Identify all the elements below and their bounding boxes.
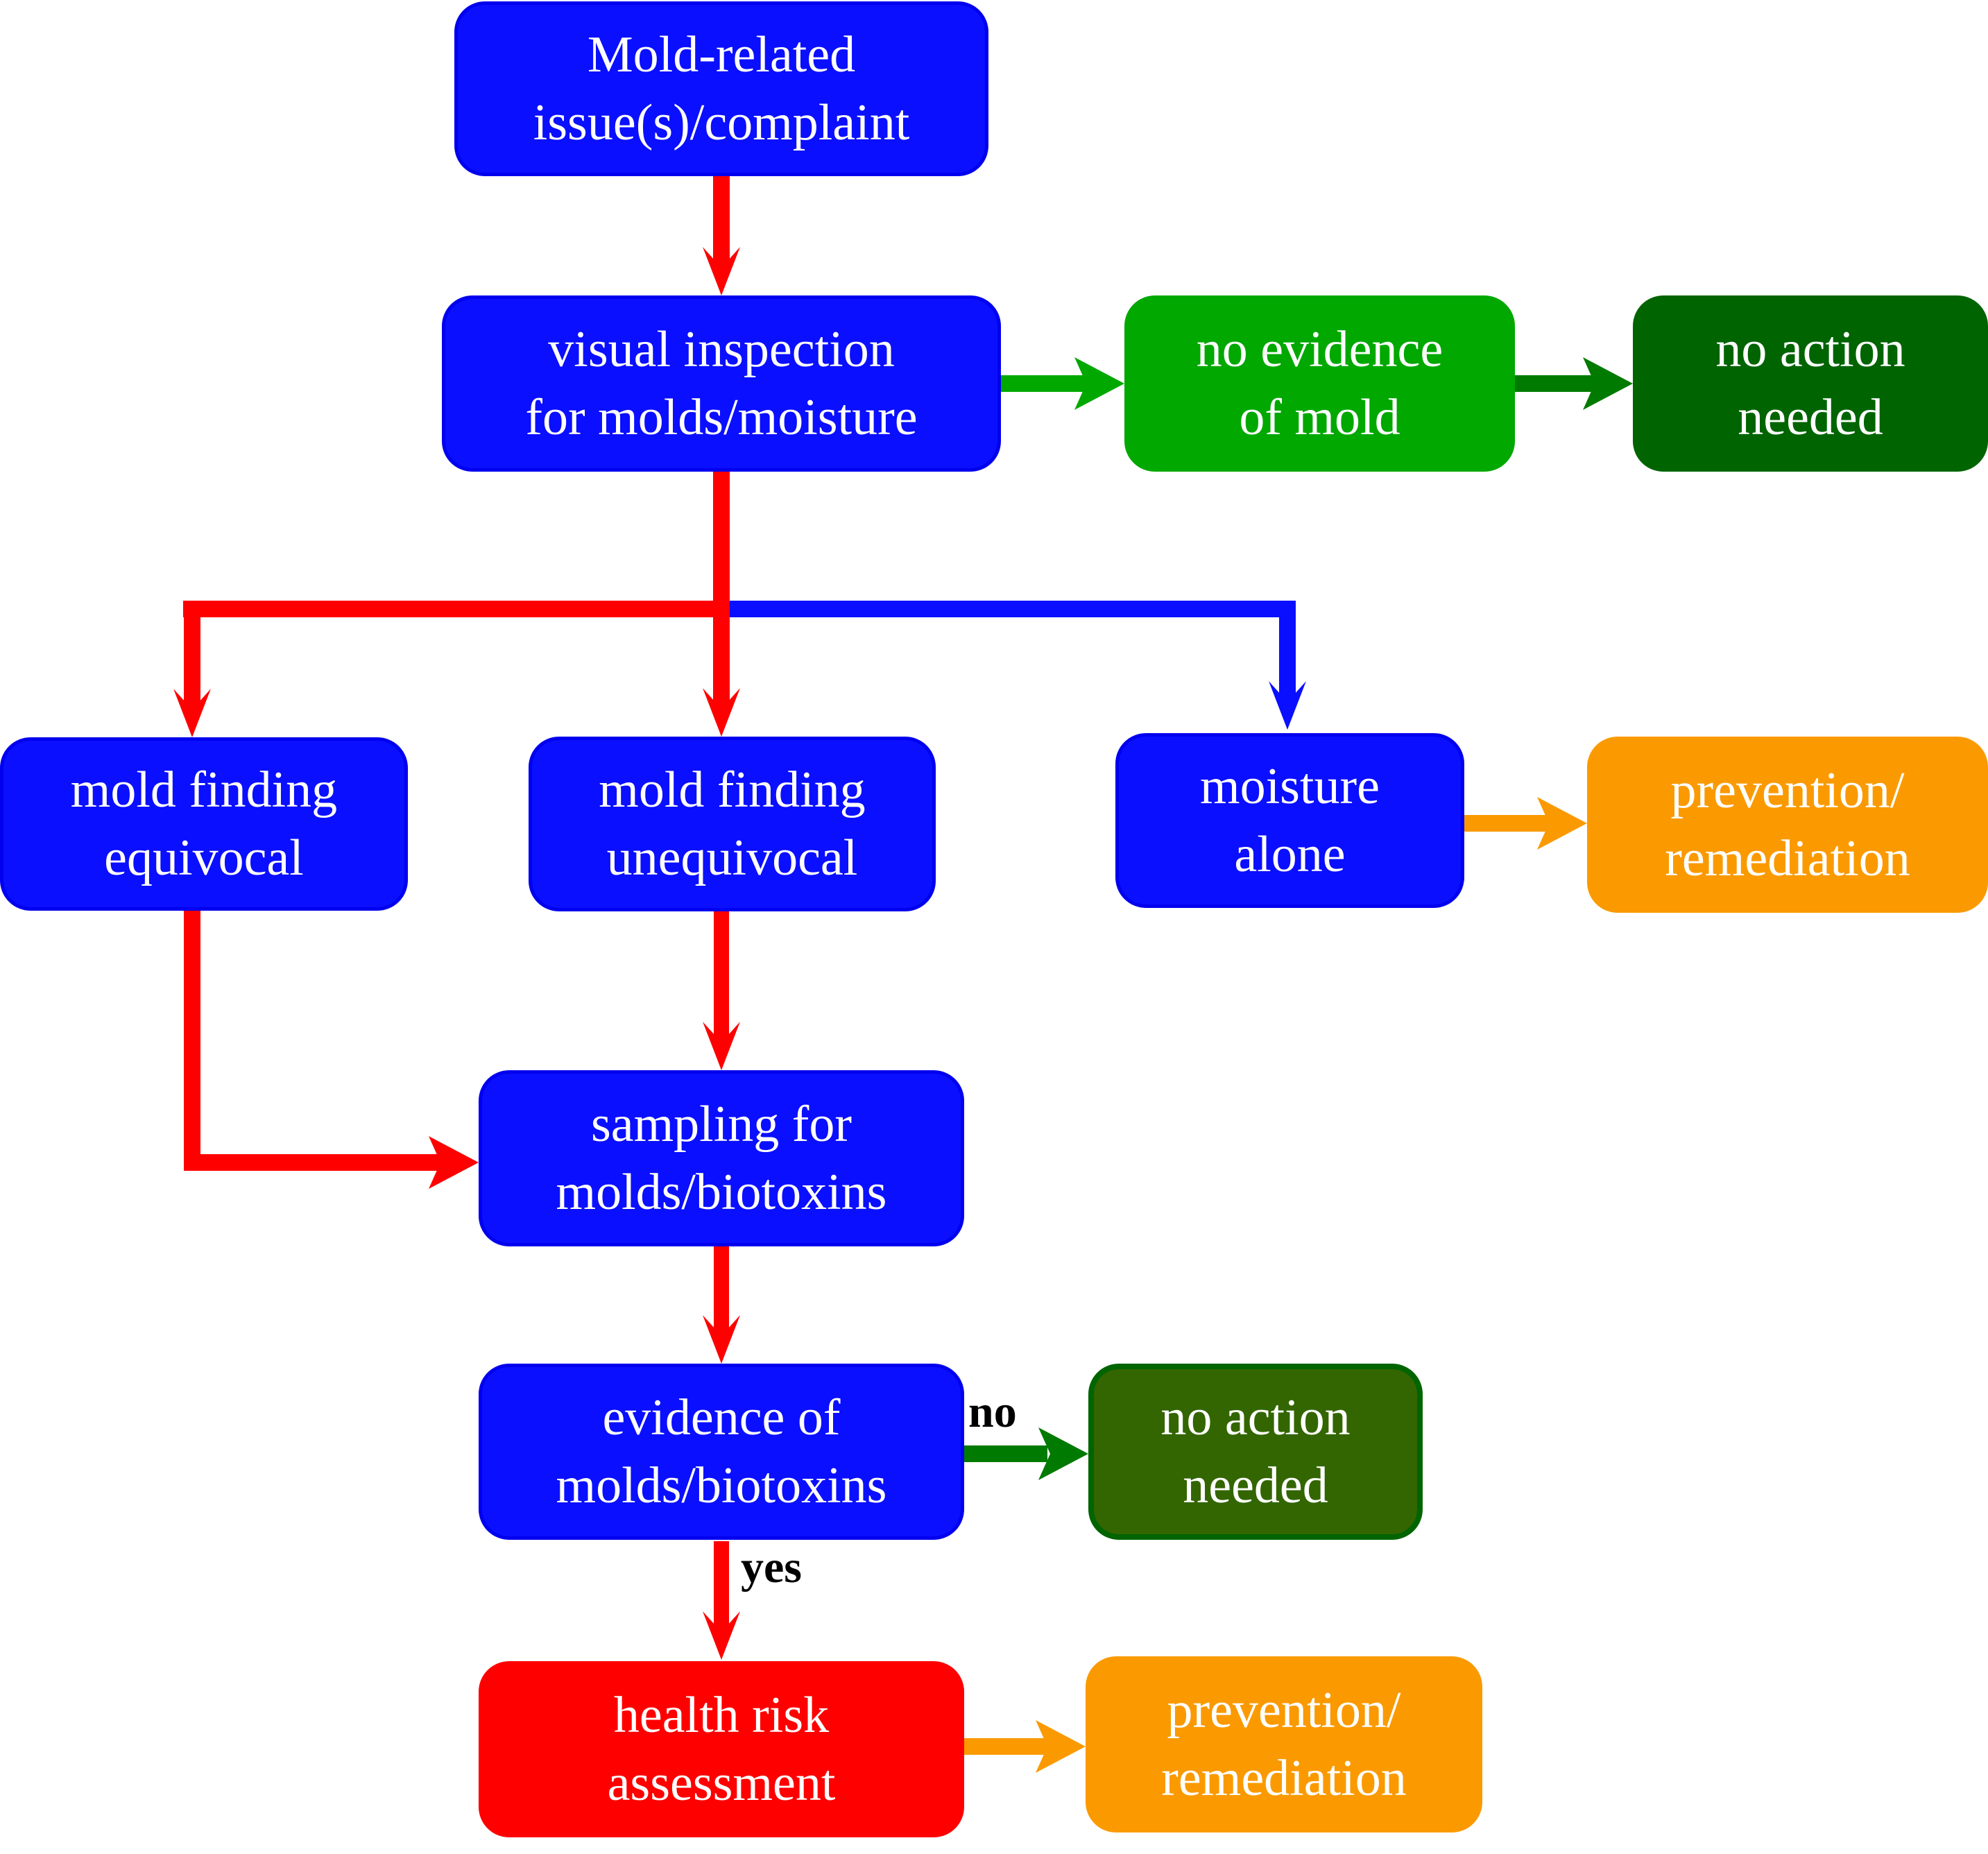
node-moisture-alone: moisture alone <box>1115 733 1464 908</box>
node-prevention-remediation-bottom: prevention/ remediation <box>1086 1656 1482 1832</box>
node-evidence-molds-biotoxins: evidence of molds/biotoxins <box>479 1364 964 1540</box>
node-line: no evidence <box>1196 321 1443 378</box>
arrowhead-moisture <box>1269 681 1306 730</box>
node-no-action-needed-bottom: no action needed <box>1088 1364 1423 1540</box>
node-line: needed <box>1738 389 1883 446</box>
node-line: issue(s)/complaint <box>533 94 910 151</box>
node-line: visual inspection <box>548 321 895 378</box>
node-sampling-molds-biotoxins: sampling for molds/biotoxins <box>479 1070 964 1246</box>
node-line: remediation <box>1665 830 1910 887</box>
node-line: needed <box>1183 1457 1328 1514</box>
arrowhead-no-action-bottom <box>1038 1427 1088 1480</box>
node-line: molds/biotoxins <box>556 1457 887 1514</box>
node-line: for molds/moisture <box>525 389 918 446</box>
node-no-action-needed-top: no action needed <box>1633 295 1988 472</box>
node-line: assessment <box>607 1755 836 1812</box>
arrowhead-sampling-left <box>429 1136 479 1189</box>
arrowhead-unequivocal <box>703 688 740 737</box>
node-line: evidence of <box>602 1389 841 1446</box>
node-line: molds/biotoxins <box>556 1164 887 1221</box>
node-line: unequivocal <box>606 830 858 886</box>
edge-label-yes: yes <box>741 1542 802 1593</box>
node-mold-finding-equivocal: mold finding equivocal <box>0 737 408 911</box>
arrowhead-prevention-bottom <box>1036 1720 1086 1773</box>
node-mold-related-complaint: Mold-related issue(s)/complaint <box>454 1 988 176</box>
node-line: mold finding <box>599 762 866 818</box>
node-mold-finding-unequivocal: mold finding unequivocal <box>529 737 936 911</box>
arrowhead-no-action-top <box>1583 357 1633 410</box>
arrowhead-sampling-top <box>703 1022 740 1070</box>
node-line: no action <box>1160 1389 1351 1446</box>
node-line: moisture <box>1200 758 1380 815</box>
arrowhead-no-evidence <box>1074 357 1124 410</box>
edge-label-no: no <box>968 1387 1017 1437</box>
arrowhead-prevention-mid <box>1537 797 1587 850</box>
arrowhead-visual <box>703 247 740 295</box>
arrowhead-health <box>703 1611 740 1660</box>
node-line: no action <box>1715 321 1905 378</box>
arrow-equivocal-to-sampling <box>184 911 444 1171</box>
node-visual-inspection: visual inspection for molds/moisture <box>442 295 1001 472</box>
node-no-evidence-of-mold: no evidence of mold <box>1124 295 1515 472</box>
node-line: prevention/ <box>1167 1682 1401 1739</box>
node-line: sampling for <box>590 1096 852 1153</box>
node-prevention-remediation-mid: prevention/ remediation <box>1587 737 1988 913</box>
node-health-risk-assessment: health risk assessment <box>479 1661 964 1837</box>
node-line: remediation <box>1161 1750 1407 1807</box>
node-line: equivocal <box>104 830 304 886</box>
arrowhead-equivocal <box>173 689 211 737</box>
arrow-bus-blue <box>730 601 1296 707</box>
node-line: of mold <box>1239 389 1400 446</box>
arrowhead-evidence <box>703 1315 740 1364</box>
node-line: health risk <box>613 1687 830 1744</box>
node-line: mold finding <box>70 762 338 818</box>
node-line: alone <box>1234 826 1346 883</box>
node-line: prevention/ <box>1670 762 1905 819</box>
node-line: Mold-related <box>587 26 856 83</box>
